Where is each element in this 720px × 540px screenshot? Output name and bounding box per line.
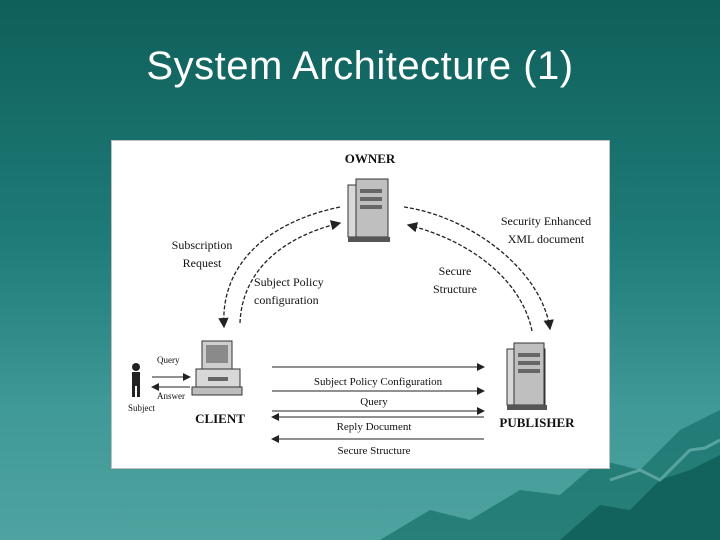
publisher-label: PUBLISHER xyxy=(499,415,575,430)
slide-title: System Architecture (1) xyxy=(146,44,574,88)
owner-label: OWNER xyxy=(345,151,396,166)
security-enhanced-label-2: XML document xyxy=(508,232,585,246)
flow-query-label: Query xyxy=(360,396,388,408)
subscription-request-label-2: Request xyxy=(183,256,222,270)
owner-server-icon xyxy=(347,178,390,242)
flow-subject-policy-configuration-label: Subject Policy Configuration xyxy=(314,376,443,388)
client-label: CLIENT xyxy=(195,411,245,426)
secure-structure-label-2: Structure xyxy=(433,282,477,296)
query-small-label: Query xyxy=(157,355,180,365)
subscription-request-label-1: Subscription xyxy=(172,238,233,252)
subject-label: Subject xyxy=(128,403,155,413)
answer-small-label: Answer xyxy=(157,391,185,401)
subject-person-icon xyxy=(132,363,140,397)
flow-secure-structure-label: Secure Structure xyxy=(338,445,411,457)
security-enhanced-label-1: Security Enhanced xyxy=(501,214,591,228)
client-computer-icon xyxy=(191,340,243,396)
secure-structure-label-1: Secure xyxy=(439,264,472,278)
subject-policy-config-label-1: Subject Policy xyxy=(254,275,324,289)
architecture-diagram: OWNER PUBLISHER CLIENT xyxy=(111,140,610,469)
flow-reply-document-label: Reply Document xyxy=(337,421,412,433)
publisher-server-icon xyxy=(506,342,547,410)
subject-policy-config-label-2: configuration xyxy=(254,293,319,307)
